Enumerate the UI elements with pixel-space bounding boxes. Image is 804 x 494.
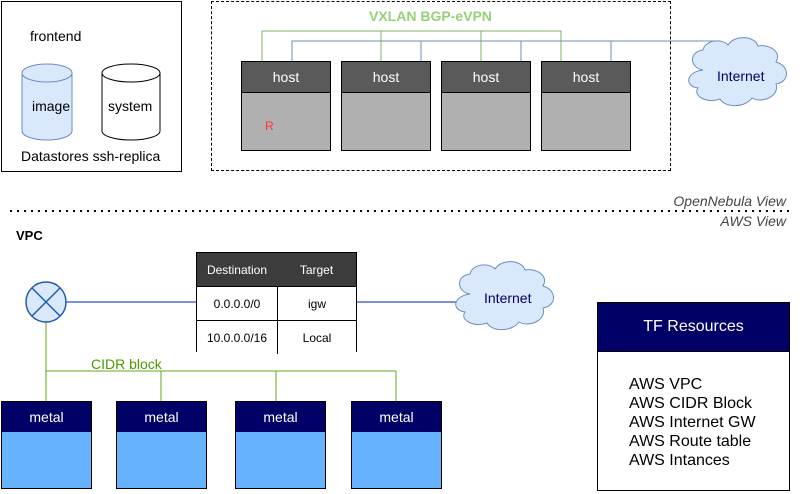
image-datastore-label: image [32,98,71,114]
host-label: host [542,62,630,93]
system-datastore-label: system [108,98,153,114]
route-destination: 10.0.0.0/16 [197,321,278,354]
opennebula-view-label: OpenNebula View [673,193,786,209]
list-item: AWS Internet GW [629,414,756,431]
route-target: Local [302,330,332,345]
host-node: host [341,61,431,151]
vxlan-region [211,1,671,171]
list-item: AWS VPC [629,376,703,393]
frontend-box [1,1,182,172]
metal-label: metal [117,402,206,432]
tf-resources-title: TF Resources [598,303,789,352]
metal-instance: metal [116,401,207,489]
frontend-title: frontend [30,28,82,44]
tf-resources-panel: TF Resources AWS VPC AWS CIDR Block AWS … [597,302,790,491]
host-node: host [441,61,531,151]
route-destination: 0.0.0.0/0 [197,287,278,320]
metal-instance: metal [351,401,442,489]
route-table-header-destination: Destination [206,262,268,277]
route-table-header-target: Target [299,262,334,277]
vpc-label: VPC [16,228,43,243]
list-item: AWS Intances [629,452,730,469]
route-table: Destination Target 0.0.0.0/0 igw 10.0.0.… [196,252,357,354]
vxlan-links [261,30,562,61]
host-node: host [541,61,631,151]
internet-links [291,40,720,61]
aws-internet-cloud-icon [455,261,554,331]
cidr-block-label: CIDR block [91,356,162,372]
image-datastore-icon [21,63,73,141]
table-row: 0.0.0.0/0 igw [197,286,356,320]
cidr-links [45,322,397,401]
metal-label: metal [2,402,91,432]
list-item: AWS Route table [629,433,752,450]
route-table-header: Destination Target [197,253,356,286]
overlay-internet-label: Internet [717,68,765,84]
system-datastore-icon [101,63,161,141]
overlay-internet-cloud-icon [688,37,787,107]
aws-internet-label: Internet [484,290,532,306]
vxlan-title: VXLAN BGP-eVPN [369,8,492,24]
vpc-router-icon [25,281,67,323]
host-label: host [342,62,430,93]
list-item: AWS CIDR Block [629,395,752,412]
table-row: 10.0.0.0/16 Local [197,320,356,354]
metal-instance: metal [235,401,326,489]
aws-view-label: AWS View [720,213,786,229]
route-target: igw [307,296,326,311]
datastores-caption: Datastores ssh-replica [21,148,161,164]
metal-label: metal [236,402,325,432]
router-badge-label: R [265,119,274,133]
host-label: host [442,62,530,93]
host-node: host [241,61,331,151]
metal-instance: metal [1,401,92,489]
metal-label: metal [352,402,441,432]
host-label: host [242,62,330,93]
tf-resources-list: AWS VPC AWS CIDR Block AWS Internet GW A… [629,375,756,470]
